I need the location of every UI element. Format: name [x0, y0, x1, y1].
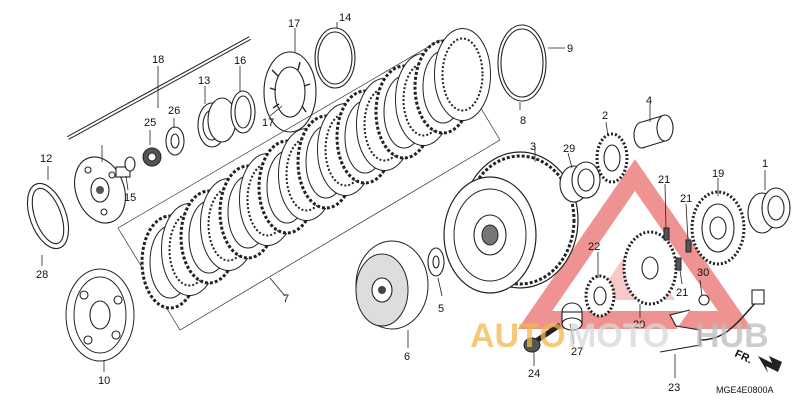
- callout-17a: 17: [288, 18, 300, 30]
- callout-3: 3: [530, 141, 536, 153]
- callout-7: 7: [283, 293, 289, 305]
- diagram-code: MGE4E0800A: [716, 385, 774, 395]
- callout-19: 19: [712, 168, 724, 180]
- part-clutch-center: [355, 240, 429, 330]
- fr-arrow-icon: [758, 356, 782, 373]
- part-washer-5: [427, 247, 445, 277]
- callout-14: 14: [339, 12, 351, 24]
- part-gear-19: [690, 190, 746, 266]
- callout-21a: 21: [658, 174, 670, 186]
- part-bolt-24: [523, 322, 562, 353]
- part-pushrod: [67, 36, 251, 140]
- callout-24: 24: [528, 368, 540, 380]
- watermark-part1: AUTO: [470, 317, 566, 355]
- part-bracket-23: [659, 289, 765, 353]
- part-ring-14: [314, 27, 356, 89]
- callout-9: 9: [567, 43, 573, 55]
- callout-5: 5: [438, 303, 444, 315]
- callout-20: 20: [633, 319, 645, 331]
- part-pins-21: [663, 227, 692, 271]
- callout-22: 22: [588, 241, 600, 253]
- leader-lines: [41, 22, 766, 378]
- part-washer-26: [165, 126, 185, 156]
- callout-27: 27: [571, 346, 583, 358]
- part-ring-16: [230, 90, 256, 134]
- part-spring-seat-17: [263, 51, 317, 133]
- part-lifter-plate: [74, 156, 126, 224]
- part-pressure-plate: [65, 268, 135, 362]
- callout-10: 10: [98, 375, 110, 387]
- part-clutch-outer: [443, 151, 579, 294]
- watermark-text: AUTO MOTO HUB: [470, 317, 769, 355]
- callout-4: 4: [646, 95, 652, 107]
- part-bolt-15: [115, 156, 136, 178]
- callout-29: 29: [563, 143, 575, 155]
- callout-17b: 17: [262, 117, 274, 129]
- callout-1: 1: [762, 158, 768, 170]
- callout-25: 25: [144, 117, 156, 129]
- part-sleeve-4: [633, 114, 674, 149]
- part-bearing-1: [747, 187, 791, 234]
- watermark-part2: MOTO: [568, 317, 669, 355]
- part-cap-27: [561, 302, 583, 331]
- callout-23: 23: [668, 382, 680, 394]
- plate-bore: [441, 37, 484, 112]
- watermark-part3: HUB: [695, 317, 769, 355]
- part-collar-13: [197, 97, 237, 148]
- callout-2: 2: [602, 110, 608, 122]
- part-needle-bearing-29: [559, 161, 601, 203]
- callout-30: 30: [697, 267, 709, 279]
- callout-16: 16: [234, 55, 246, 67]
- callout-8: 8: [520, 115, 526, 127]
- part-gear-20: [622, 230, 678, 306]
- part-clutch-plate-pack: [117, 28, 501, 331]
- callout-28: 28: [36, 269, 48, 281]
- callout-13: 13: [198, 75, 210, 87]
- callout-labels: 1 2 3 4 5 6 7 8 9 10 12 13 14 15 16 17 1…: [36, 12, 768, 394]
- callout-18: 18: [152, 54, 164, 66]
- part-gear-22: [584, 274, 616, 318]
- callout-12: 12: [40, 153, 52, 165]
- callout-15: 15: [124, 192, 136, 204]
- part-ring-9: [497, 24, 547, 102]
- part-nut-25: [142, 147, 162, 167]
- part-snap-ring-28: [26, 182, 70, 250]
- callout-21b: 21: [680, 193, 692, 205]
- callout-26: 26: [168, 105, 180, 117]
- callout-21c: 21: [676, 287, 688, 299]
- callout-6: 6: [404, 351, 410, 363]
- part-gear-2: [595, 132, 629, 184]
